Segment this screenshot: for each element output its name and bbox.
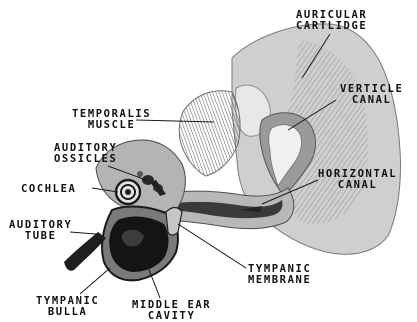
label-auricular-cartilage: AURICULAR CARTLIDGE	[296, 10, 367, 32]
label-middle-ear-cavity: MIDDLE EAR CAVITY	[132, 300, 211, 322]
tympanic-membrane-shape	[166, 208, 182, 236]
label-auditory-tube: AUDITORY TUBE	[9, 220, 72, 242]
leader-tympanic-bulla	[80, 268, 110, 294]
leader-tympanic-membrane	[178, 224, 246, 268]
cochlea-shape	[116, 180, 140, 204]
label-auditory-ossicles: AUDITORY OSSICLES	[54, 143, 117, 165]
label-tympanic-bulla: TYMPANIC BULLA	[36, 296, 99, 318]
label-cochlea: COCHLEA	[21, 184, 76, 195]
temporalis-muscle-shape	[179, 91, 240, 176]
leader-auditory-tube	[70, 232, 96, 234]
label-horizontal-canal: HORIZONTAL CANAL	[318, 169, 397, 191]
label-temporalis-muscle: TEMPORALIS MUSCLE	[72, 109, 151, 131]
label-tympanic-membrane: TYMPANIC MEMBRANE	[248, 264, 311, 286]
label-verticle-canal: VERTICLE CANAL	[340, 84, 403, 106]
